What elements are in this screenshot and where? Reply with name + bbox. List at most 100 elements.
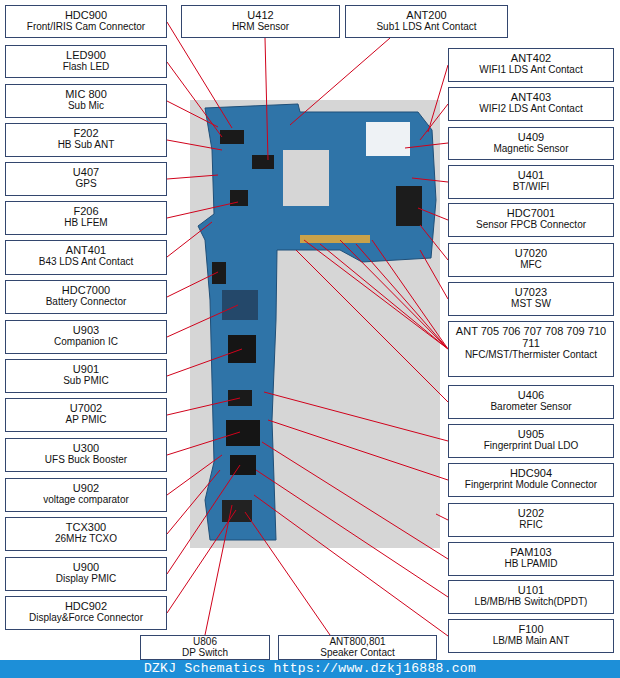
callout-box: PAM103HB LPAMID [448, 542, 614, 576]
callout-box: F206HB LFEM [5, 201, 167, 235]
part-number: F202 [6, 127, 166, 139]
callout-box: F202HB Sub ANT [5, 123, 167, 157]
callout-box: LED900Flash LED [5, 45, 167, 78]
callout-box: U905Fingerprint Dual LDO [448, 424, 614, 458]
part-number: ANT 705 706 707 708 709 710 711 [449, 325, 613, 349]
callout-box: MIC 800Sub Mic [5, 84, 167, 118]
part-description: B43 LDS Ant Contact [6, 256, 166, 268]
callout-box: HDC7001Sensor FPCB Connector [448, 203, 614, 237]
callout-box: U407GPS [5, 162, 167, 196]
callout-box: U902voltage comparator [5, 478, 167, 512]
connector [220, 130, 244, 144]
callout-box: HDC904Fingerprint Module Connector [448, 463, 614, 497]
part-number: U300 [6, 442, 166, 454]
part-description: MST SW [449, 298, 613, 310]
part-description: MFC [449, 259, 613, 271]
callout-box: U300UFS Buck Booster [5, 438, 167, 472]
part-description: WIFI2 LDS Ant Contact [449, 103, 613, 115]
part-number: U412 [182, 9, 339, 21]
part-description: BT/WIFI [449, 181, 613, 193]
part-description: Magnetic Sensor [449, 143, 613, 155]
callout-box: F100LB/MB Main ANT [448, 619, 614, 653]
callout-box: HDC900Front/IRIS Cam Connector [5, 5, 167, 38]
part-description: DP Switch [141, 647, 269, 658]
chip [252, 155, 274, 169]
callout-box: HDC902Display&Force Connector [5, 596, 167, 630]
part-description: HRM Sensor [182, 21, 339, 33]
part-number: F100 [449, 623, 613, 635]
part-number: F206 [6, 205, 166, 217]
part-number: PAM103 [449, 546, 613, 558]
part-description: AP PMIC [6, 414, 166, 426]
part-number: U901 [6, 363, 166, 375]
part-number: U202 [449, 507, 613, 519]
part-number: HDC7001 [449, 207, 613, 219]
callout-box: HDC7000Battery Connector [5, 280, 167, 314]
part-number: U7020 [449, 247, 613, 259]
callout-box: U202RFIC [448, 503, 614, 537]
connector [212, 262, 226, 284]
part-description: NFC/MST/Thermister Contact [449, 349, 613, 361]
callout-box: U412HRM Sensor [181, 5, 340, 38]
callout-box: U7020MFC [448, 243, 614, 277]
part-number: ANT200 [346, 9, 507, 21]
part-description: HB LFEM [6, 217, 166, 229]
callout-box: U903Companion IC [5, 320, 167, 354]
part-description: LB/MB/HB Switch(DPDT) [449, 596, 613, 608]
part-number: U7002 [6, 402, 166, 414]
callout-box: U901Sub PMIC [5, 359, 167, 393]
part-number: U409 [449, 131, 613, 143]
part-number: U900 [6, 561, 166, 573]
part-number: MIC 800 [6, 88, 166, 100]
part-description: Companion IC [6, 336, 166, 348]
callout-box: U7002AP PMIC [5, 398, 167, 432]
callout-box: ANT 705 706 707 708 709 710 711NFC/MST/T… [448, 321, 614, 377]
callout-box: U7023MST SW [448, 282, 614, 316]
part-description: UFS Buck Booster [6, 454, 166, 466]
part-description: Speaker Contact [279, 647, 436, 658]
callout-box: ANT401B43 LDS Ant Contact [5, 240, 167, 275]
part-description: Sub Mic [6, 100, 166, 112]
part-number: HDC7000 [6, 284, 166, 296]
part-number: HDC900 [6, 9, 166, 21]
watermark-band: DZKJ Schematics https://www.dzkj16888.co… [0, 660, 620, 678]
part-number: TCX300 [6, 521, 166, 533]
chip [222, 290, 258, 320]
callout-box: U409Magnetic Sensor [448, 127, 614, 160]
callout-box: U806DP Switch [140, 635, 270, 660]
part-number: U806 [141, 636, 269, 647]
connector [222, 500, 252, 522]
chip [230, 455, 256, 475]
part-description: Front/IRIS Cam Connector [6, 21, 166, 33]
part-description: Flash LED [6, 61, 166, 73]
photo-background [190, 100, 440, 548]
part-description: Barometer Sensor [449, 401, 613, 413]
part-description: HB LPAMID [449, 558, 613, 570]
sticker [366, 122, 410, 156]
part-description: Battery Connector [6, 296, 166, 308]
part-description: Fingerprint Module Connector [449, 479, 613, 491]
contacts [300, 235, 370, 243]
part-number: U406 [449, 389, 613, 401]
callout-box: ANT402WIFI1 LDS Ant Contact [448, 48, 614, 82]
part-description: Display PMIC [6, 573, 166, 585]
watermark: DZKJ Schematics https://www.dzkj16888.co… [0, 661, 620, 677]
part-number: ANT402 [449, 52, 613, 64]
part-number: HDC902 [6, 600, 166, 612]
part-number: U101 [449, 584, 613, 596]
callout-box: ANT403WIFI2 LDS Ant Contact [448, 87, 614, 121]
part-number: ANT403 [449, 91, 613, 103]
part-number: U903 [6, 324, 166, 336]
part-description: GPS [6, 178, 166, 190]
part-number: ANT401 [6, 244, 166, 256]
part-number: U902 [6, 482, 166, 494]
callout-box: U401BT/WIFI [448, 165, 614, 199]
callout-box: U406Barometer Sensor [448, 385, 614, 419]
callout-box: ANT200Sub1 LDS Ant Contact [345, 5, 508, 38]
part-number: U407 [6, 166, 166, 178]
part-description: HB Sub ANT [6, 139, 166, 151]
part-description: Display&Force Connector [6, 612, 166, 624]
part-description: Sensor FPCB Connector [449, 219, 613, 231]
part-description: LB/MB Main ANT [449, 635, 613, 647]
camera-cutout [283, 150, 329, 206]
